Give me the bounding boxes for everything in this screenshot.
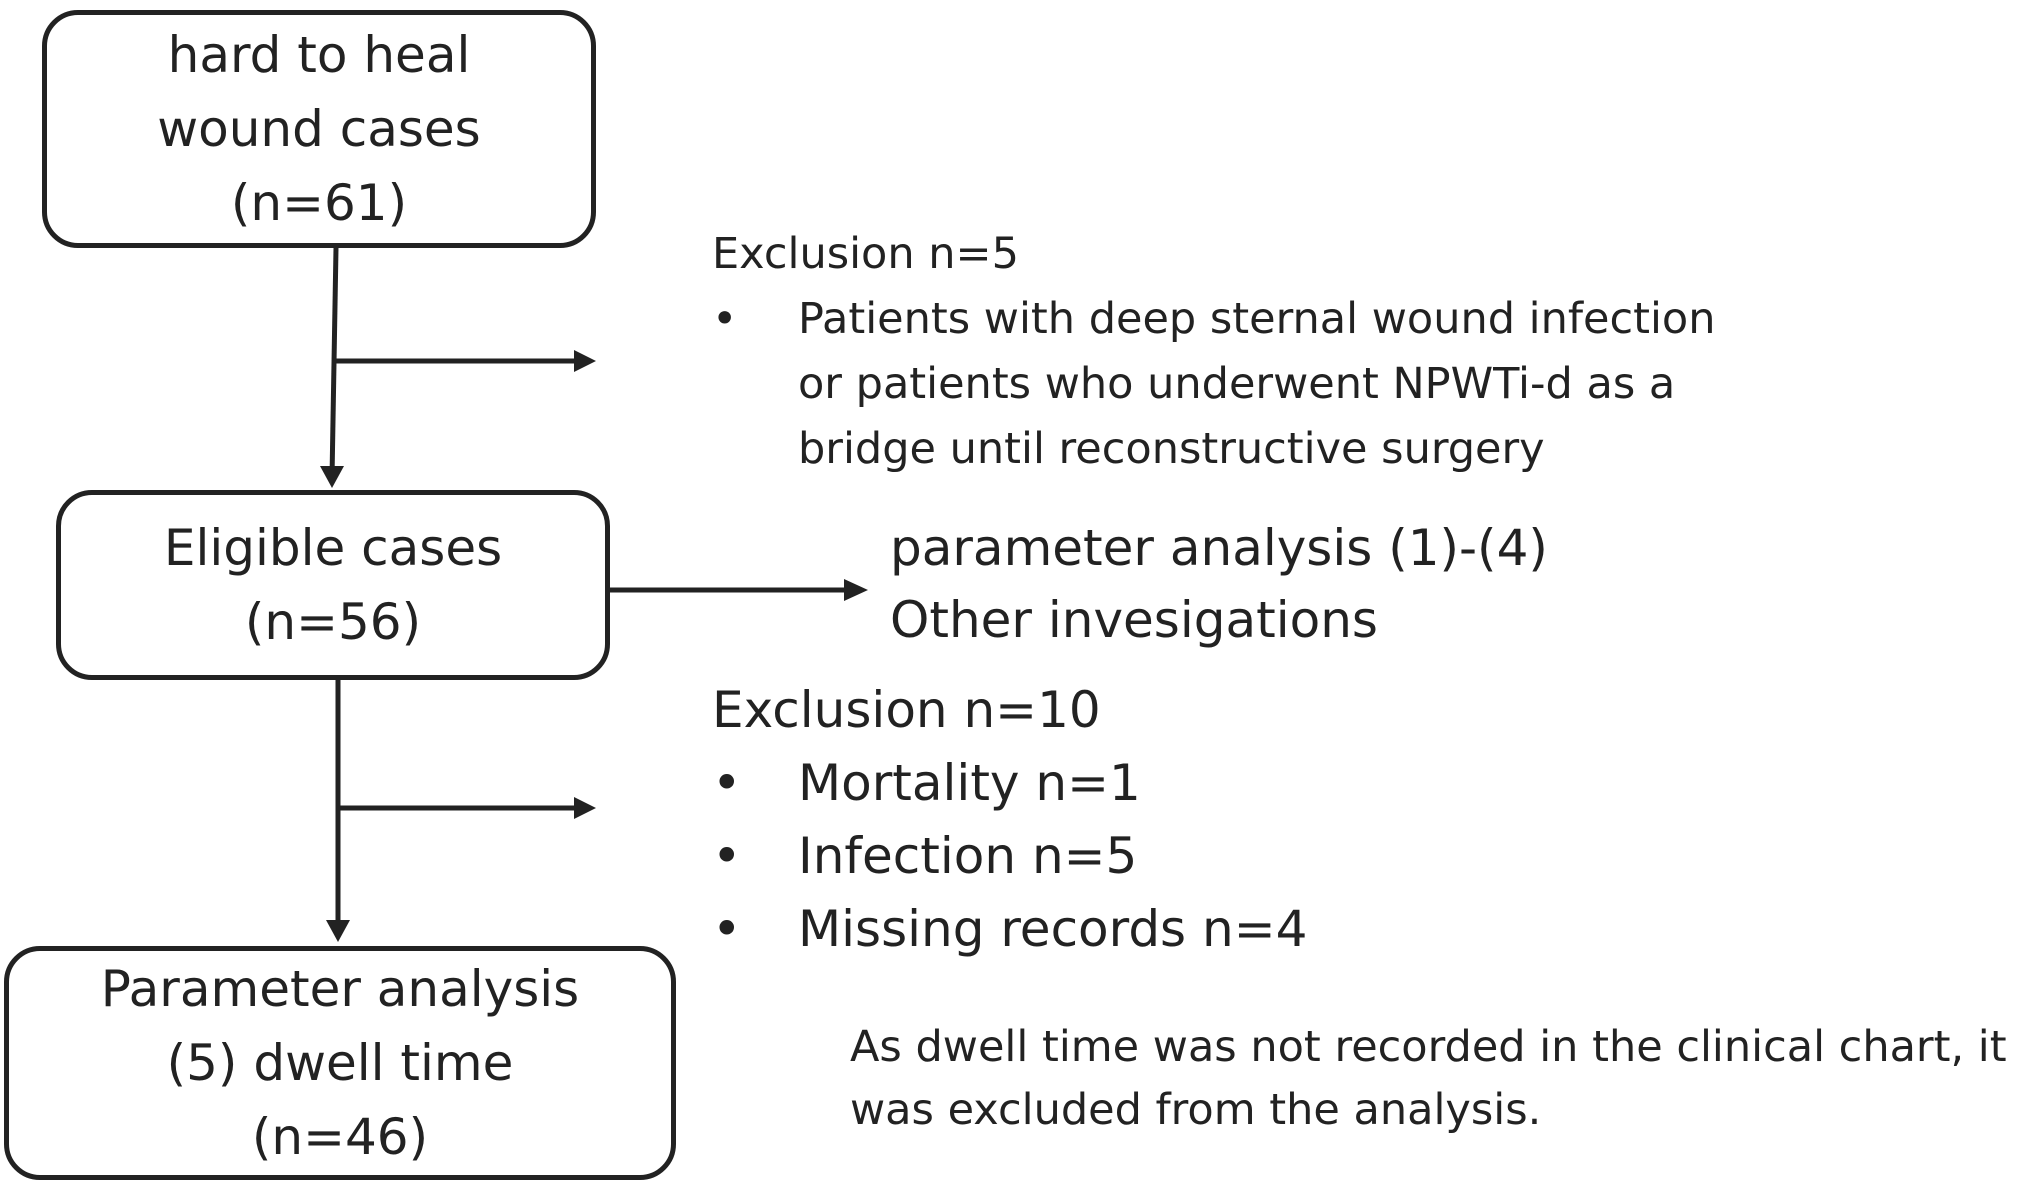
final-analysis-count: (n=46) xyxy=(251,1108,429,1166)
arrowhead-exclusion-1 xyxy=(574,350,596,372)
exclusion-2-item-mortality: • Mortality n=1 xyxy=(712,747,1307,820)
eligible-cases-box: Eligible cases (n=56) xyxy=(56,490,610,680)
exclusion-2-item-label: Mortality n=1 xyxy=(798,754,1141,812)
exclusion-2-item-label: Infection n=5 xyxy=(798,827,1138,885)
exclusion-1-heading: Exclusion n=5 xyxy=(712,229,1019,279)
start-cases-line-1: hard to heal xyxy=(167,26,471,84)
exclusion-1-item-line-2: or patients who underwent NPWTi-d as a xyxy=(798,359,1676,409)
exclusion-2-note: Exclusion n=10 • Mortality n=1 • Infecti… xyxy=(712,674,1307,966)
start-cases-line-2: wound cases xyxy=(157,100,481,158)
bullet-icon: • xyxy=(712,754,742,812)
start-cases-count: (n=61) xyxy=(230,174,408,232)
arrowhead-start-to-eligible xyxy=(320,466,344,488)
exclusion-1-item: • Patients with deep sternal wound infec… xyxy=(712,287,1715,482)
final-analysis-line-1: Parameter analysis xyxy=(100,960,580,1018)
exclusion-2-item-label: Missing records n=4 xyxy=(798,900,1308,958)
dwell-time-note-line-2: was excluded from the analysis. xyxy=(850,1085,1542,1135)
bullet-icon: • xyxy=(712,294,738,344)
eligible-cases-label: Eligible cases xyxy=(163,519,503,577)
eligible-cases-count: (n=56) xyxy=(244,593,422,651)
exclusion-2-item-missing-records: • Missing records n=4 xyxy=(712,893,1307,966)
final-analysis-box: Parameter analysis (5) dwell time (n=46) xyxy=(4,946,676,1180)
dwell-time-note: As dwell time was not recorded in the cl… xyxy=(850,1016,2007,1142)
exclusion-1-item-line-3: bridge until reconstructive surgery xyxy=(798,424,1545,474)
exclusion-2-item-infection: • Infection n=5 xyxy=(712,820,1307,893)
parameter-analysis-note: parameter analysis (1)-(4) Other invesig… xyxy=(890,512,1548,656)
bullet-icon: • xyxy=(712,900,742,958)
start-cases-box: hard to heal wound cases (n=61) xyxy=(42,10,596,248)
parameter-analysis-line-2: Other invesigations xyxy=(890,591,1378,649)
exclusion-2-heading: Exclusion n=10 xyxy=(712,681,1101,739)
arrowhead-analysis xyxy=(844,579,868,601)
exclusion-1-note: Exclusion n=5 • Patients with deep stern… xyxy=(712,222,1715,482)
parameter-analysis-line-1: parameter analysis (1)-(4) xyxy=(890,519,1548,577)
arrowhead-exclusion-2 xyxy=(574,797,596,819)
final-analysis-line-2: (5) dwell time xyxy=(166,1034,514,1092)
exclusion-1-item-line-1: Patients with deep sternal wound infecti… xyxy=(798,294,1716,344)
arrowhead-eligible-to-final xyxy=(326,920,350,942)
dwell-time-note-line-1: As dwell time was not recorded in the cl… xyxy=(850,1022,2007,1072)
bullet-icon: • xyxy=(712,827,742,885)
